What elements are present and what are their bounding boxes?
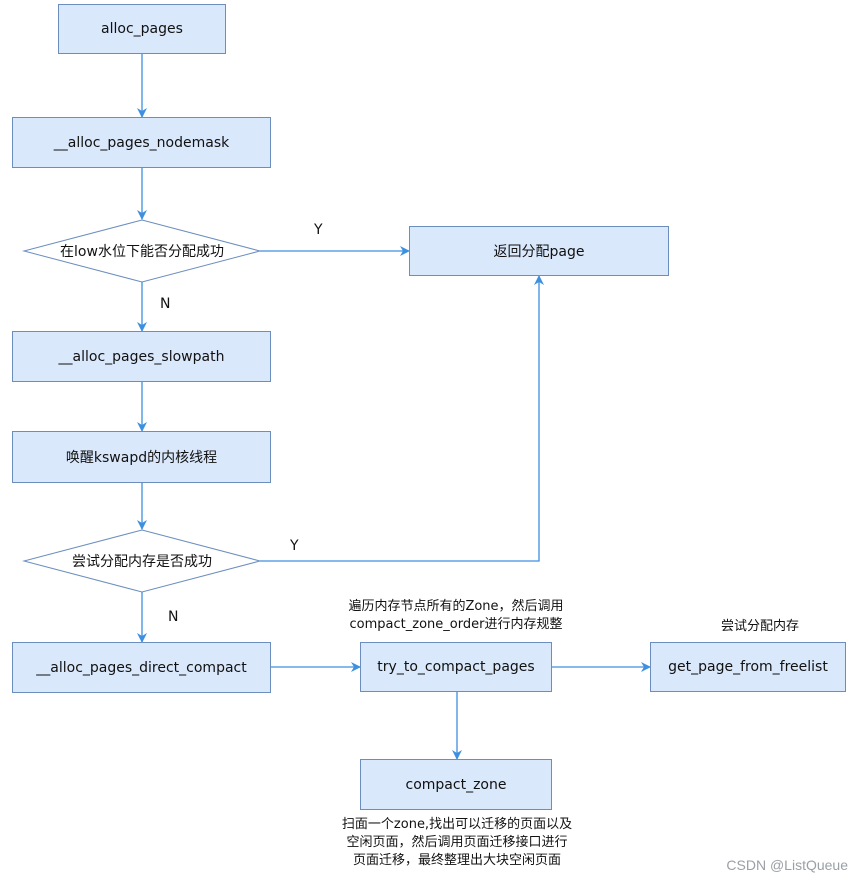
node-alloc-pages-direct-compact: __alloc_pages_direct_compact [12, 642, 271, 693]
node-return-page: 返回分配page [409, 226, 669, 276]
node-alloc-pages-slowpath-label: __alloc_pages_slowpath [58, 348, 225, 365]
edge-label-yes-2: Y [290, 538, 299, 554]
node-compact-zone: compact_zone [360, 759, 552, 810]
note-try-compact: 遍历内存节点所有的Zone，然后调用 compact_zone_order进行内… [330, 598, 582, 634]
edge-label-yes-1: Y [314, 222, 323, 238]
node-alloc-pages-nodemask-label: __alloc_pages_nodemask [53, 134, 230, 151]
note-try-compact-line2: compact_zone_order进行内存规整 [349, 617, 563, 632]
decision-try-alloc: 尝试分配内存是否成功 [24, 546, 260, 576]
edge-label-no-2: N [168, 609, 179, 625]
node-try-to-compact-pages-label: try_to_compact_pages [377, 659, 535, 675]
node-try-to-compact-pages: try_to_compact_pages [360, 642, 552, 692]
arrow-try-alloc-yes-to-return [260, 275, 544, 562]
node-wake-kswapd: 唤醒kswapd的内核线程 [12, 431, 271, 483]
node-alloc-pages-nodemask: __alloc_pages_nodemask [12, 117, 271, 168]
watermark: CSDN @ListQueue [726, 857, 848, 873]
node-compact-zone-label: compact_zone [405, 776, 507, 793]
note-compact-zone-line1: 扫面一个zone,找出可以迁移的页面以及 [341, 817, 573, 832]
note-compact-zone: 扫面一个zone,找出可以迁移的页面以及 空闲页面，然后调用页面迁移接口进行 页… [326, 816, 588, 870]
note-compact-zone-line2: 空闲页面，然后调用页面迁移接口进行 [346, 835, 568, 850]
node-get-page-from-freelist-label: get_page_from_freelist [668, 659, 828, 675]
note-try-compact-line1: 遍历内存节点所有的Zone，然后调用 [348, 599, 564, 614]
node-alloc-pages: alloc_pages [58, 4, 226, 54]
decision-try-alloc-label: 尝试分配内存是否成功 [72, 554, 212, 570]
node-return-page-label: 返回分配page [493, 244, 585, 260]
decision-low-watermark: 在low水位下能否分配成功 [24, 236, 260, 266]
note-freelist-line: 尝试分配内存 [720, 619, 799, 634]
node-alloc-pages-label: alloc_pages [101, 21, 183, 37]
edge-label-no-1: N [160, 296, 171, 312]
node-wake-kswapd-label: 唤醒kswapd的内核线程 [65, 450, 218, 466]
note-freelist: 尝试分配内存 [690, 618, 830, 636]
node-get-page-from-freelist: get_page_from_freelist [650, 642, 846, 692]
node-alloc-pages-slowpath: __alloc_pages_slowpath [12, 331, 271, 382]
decision-low-watermark-label: 在low水位下能否分配成功 [60, 244, 224, 260]
note-compact-zone-line3: 页面迁移，最终整理出大块空闲页面 [352, 853, 561, 868]
node-alloc-pages-direct-compact-label: __alloc_pages_direct_compact [36, 659, 247, 676]
